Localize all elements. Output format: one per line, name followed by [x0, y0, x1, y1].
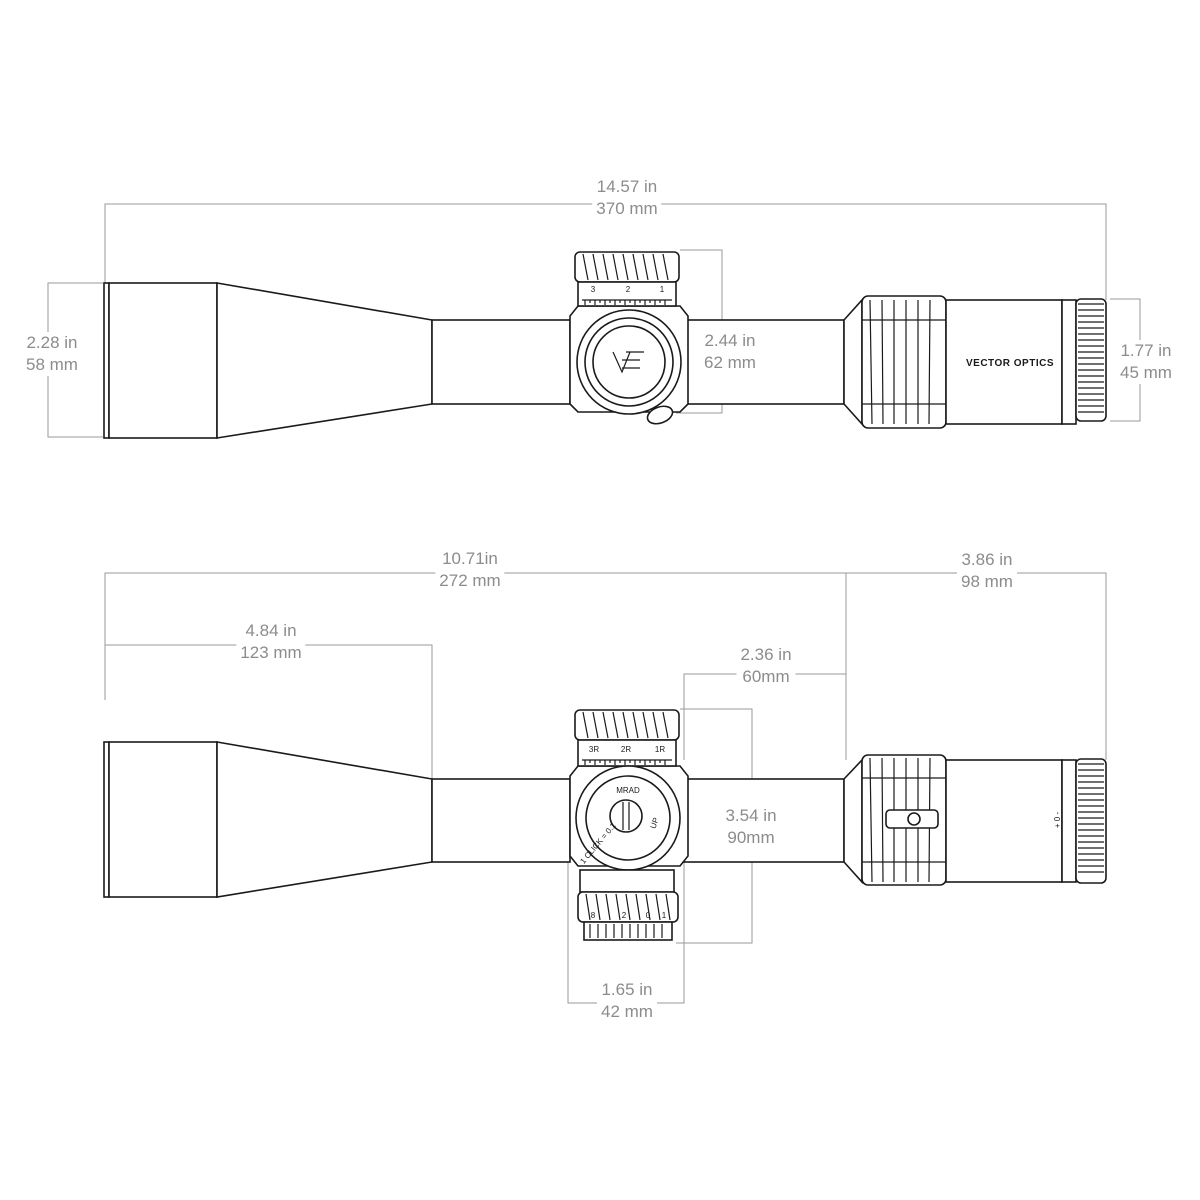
overall-length-label: 14.57 in 370 mm — [592, 176, 662, 220]
eyepiece-diameter-label: 1.77 in 45 mm — [1116, 340, 1176, 384]
eyepiece-step — [1061, 299, 1077, 425]
objective-taper-side — [216, 741, 433, 898]
overall-length-imperial: 14.57 in — [596, 177, 658, 196]
scope-side-view: 3R 2R 1R MRAD 1 CLICK = 0.1 UP 8 2 0 1 — [103, 709, 1107, 941]
throw-lever-pin — [907, 812, 921, 826]
mounting-length-label: 10.71in 272 mm — [435, 548, 505, 592]
side-number-0: 0 — [646, 911, 651, 920]
up-label: UP — [649, 816, 661, 830]
vector-optics-logo-icon — [612, 351, 644, 374]
eyepiece-body-side — [945, 759, 1063, 883]
eye-relief-section-imperial: 3.86 in — [961, 550, 1013, 569]
elevation-number-1r: 1R — [655, 745, 665, 754]
turret-offset-label: 2.36 in 60mm — [736, 644, 796, 688]
turret-width-imperial: 1.65 in — [601, 980, 653, 999]
scope-top-view: 3 2 1 VECTOR OPTICS — [103, 251, 1107, 439]
eyepiece-collar — [843, 297, 863, 427]
elevation-turret-grip — [582, 253, 669, 281]
turret-height-bottom-label: 3.54 in 90mm — [721, 805, 781, 849]
side-number-1: 1 — [662, 911, 667, 920]
parallax-number-1: 1 — [660, 285, 665, 294]
windage-marks: + 0 - — [1053, 812, 1062, 829]
diopter-ring-side — [1075, 758, 1107, 884]
eye-relief-section-label: 3.86 in 98 mm — [957, 549, 1017, 593]
turret-height-bottom-metric: 90mm — [727, 828, 775, 847]
parallax-number-3: 3 — [591, 285, 596, 294]
eyepiece-step-side — [1061, 759, 1077, 883]
turret-width-label: 1.65 in 42 mm — [597, 979, 657, 1023]
objective-diameter-metric: 58 mm — [26, 355, 78, 374]
objective-diameter-label: 2.28 in 58 mm — [22, 332, 82, 376]
turret-width-metric: 42 mm — [601, 1002, 653, 1021]
illumination-knob — [646, 405, 674, 425]
eyepiece-diameter-imperial: 1.77 in — [1120, 341, 1172, 360]
turret-offset-imperial: 2.36 in — [740, 645, 792, 664]
side-number-2: 2 — [622, 911, 627, 920]
side-knob-cap — [592, 325, 666, 399]
side-scale-band — [579, 869, 675, 893]
eyepiece-collar-side — [843, 757, 863, 885]
main-tube-front — [431, 319, 571, 405]
side-number-8: 8 — [591, 911, 596, 920]
brand-label: VECTOR OPTICS — [966, 358, 1054, 369]
windage-slot — [622, 802, 630, 830]
objective-bell-imperial: 4.84 in — [245, 621, 297, 640]
elevation-number-2r: 2R — [621, 745, 631, 754]
turret-height-bottom-imperial: 3.54 in — [725, 806, 777, 825]
eyepiece-body — [945, 299, 1063, 425]
mounting-length-imperial: 10.71in — [442, 549, 498, 568]
eyepiece-diameter-metric: 45 mm — [1120, 363, 1172, 382]
side-knob-base — [583, 921, 673, 941]
objective-bell-metric: 123 mm — [240, 643, 302, 662]
objective-bell-side — [108, 741, 218, 898]
overall-length-metric: 370 mm — [596, 199, 658, 218]
main-tube-front-side — [431, 778, 571, 863]
eye-relief-section-metric: 98 mm — [961, 572, 1013, 591]
windage-slot-disc — [609, 799, 643, 833]
objective-diameter-imperial: 2.28 in — [26, 333, 78, 352]
mounting-length-metric: 272 mm — [439, 571, 501, 590]
objective-bell-label: 4.84 in 123 mm — [236, 620, 306, 664]
turret-height-top-metric: 62 mm — [704, 353, 756, 372]
power-ring-grip — [862, 299, 946, 425]
turret-height-top-label: 2.44 in 62 mm — [700, 330, 760, 374]
turret-height-top-imperial: 2.44 in — [704, 331, 756, 350]
objective-bell — [108, 282, 218, 439]
turret-offset-metric: 60mm — [742, 667, 790, 686]
objective-taper — [216, 282, 433, 439]
power-ring — [861, 295, 947, 429]
diopter-ring — [1075, 298, 1107, 422]
elevation-number-3r: 3R — [589, 745, 599, 754]
mrad-label: MRAD — [616, 786, 640, 795]
parallax-number-2: 2 — [626, 285, 631, 294]
